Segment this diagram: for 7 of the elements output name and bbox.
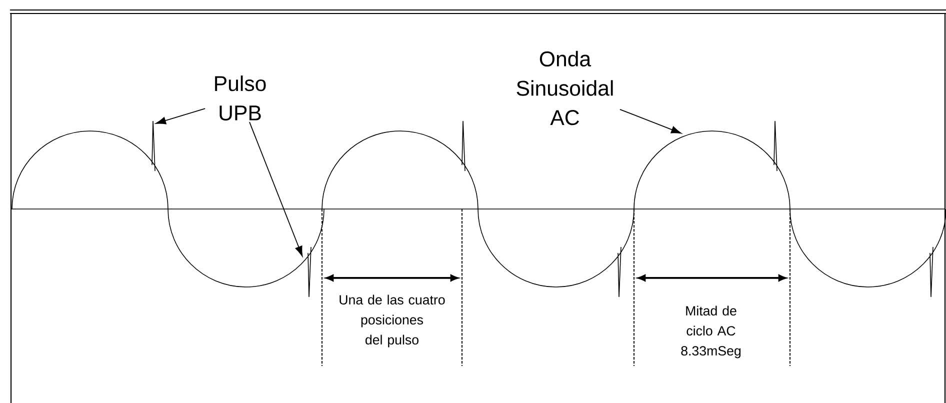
dimension-label: Una de las cuatro posiciones del pulso xyxy=(340,294,445,348)
dimension-label: Mitad de ciclo AC 8.33mSeg xyxy=(681,306,741,358)
leader-line xyxy=(249,122,303,256)
leader-line xyxy=(156,108,206,124)
callout-text: Onda Sinusoidal AC xyxy=(516,50,613,126)
callout-text: Pulso UPB xyxy=(215,76,266,120)
leader-line xyxy=(619,108,682,134)
